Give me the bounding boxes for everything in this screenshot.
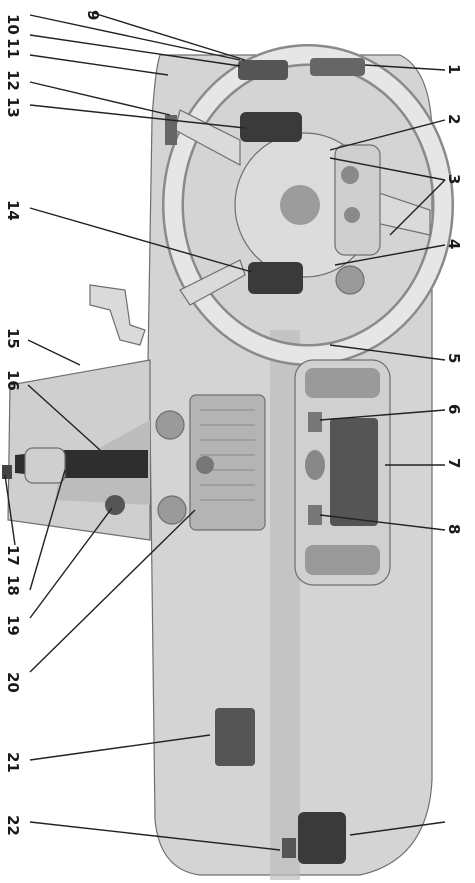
callout-2: 2 bbox=[445, 114, 463, 124]
callout-14: 14 bbox=[4, 200, 22, 221]
callout-22: 22 bbox=[4, 815, 22, 836]
callout-10: 10 bbox=[4, 14, 22, 35]
left-callout-labels: 10 11 12 13 14 15 16 17 18 19 20 21 22 bbox=[4, 14, 22, 836]
callout-5: 5 bbox=[445, 353, 463, 363]
callout-13: 13 bbox=[4, 97, 22, 118]
right-leader-lines bbox=[89, 11, 446, 836]
right-callout-labels: 9 1 2 3 4 5 6 7 8 bbox=[84, 10, 463, 534]
callout-1: 1 bbox=[445, 64, 463, 74]
callout-9: 9 bbox=[84, 10, 102, 20]
callout-11: 11 bbox=[4, 38, 22, 59]
callout-3: 3 bbox=[445, 174, 463, 184]
control-stalks bbox=[89, 58, 365, 346]
callout-12: 12 bbox=[4, 70, 22, 91]
glove-box-area bbox=[215, 708, 346, 864]
callout-20: 20 bbox=[4, 672, 22, 693]
steering-wheel bbox=[162, 44, 454, 366]
callout-15: 15 bbox=[4, 328, 22, 349]
callout-18: 18 bbox=[4, 575, 22, 596]
callout-16: 16 bbox=[4, 370, 22, 391]
gear-shift-lever bbox=[2, 447, 148, 484]
callout-7: 7 bbox=[445, 458, 463, 468]
callout-4: 4 bbox=[445, 239, 463, 249]
callout-19: 19 bbox=[4, 615, 22, 636]
callout-6: 6 bbox=[445, 404, 463, 414]
left-leader-lines bbox=[4, 14, 281, 851]
callout-8: 8 bbox=[445, 524, 463, 534]
callout-17: 17 bbox=[4, 545, 22, 566]
callout-21: 21 bbox=[4, 752, 22, 773]
radio-display bbox=[294, 359, 391, 586]
